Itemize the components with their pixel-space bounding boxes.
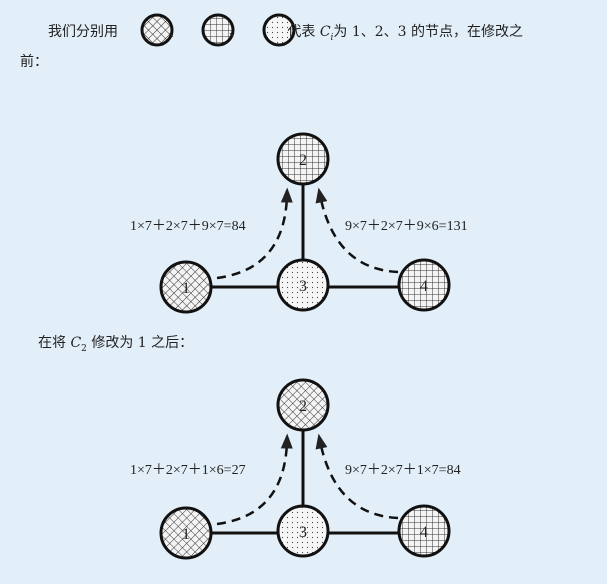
- node-label: 2: [299, 398, 307, 415]
- node-3: [276, 258, 330, 312]
- variable-subscript: 2: [81, 343, 87, 354]
- middle-text: 在将 C2 修改为 1 之后：: [38, 332, 193, 354]
- dashed-arrow-right: [315, 433, 399, 520]
- intro-line-2: 前：: [20, 54, 48, 70]
- node-1: [159, 506, 213, 560]
- before-right-formula: 9×7＋2×7＋9×6=131: [345, 219, 468, 234]
- node-1: [159, 260, 213, 314]
- node-2: [276, 132, 330, 186]
- node-label: 1: [182, 280, 190, 297]
- node-label: 3: [299, 524, 307, 541]
- intro-line-1: 我们分别用 、 、 代表 Ci为 1、2、3 的节点，在修改之: [48, 21, 523, 43]
- dashed-arrow-left: [216, 187, 293, 280]
- middle-prefix: 在将: [38, 335, 71, 351]
- intro-represent: 代表: [287, 24, 320, 40]
- node-label: 1: [182, 526, 190, 543]
- node-4: [397, 504, 451, 558]
- intro-suffix: 为 1、2、3 的节点，在修改之: [333, 24, 524, 40]
- legend-crosshatch-icon: [140, 13, 174, 47]
- diagram-before: 1 2 3 4: [159, 132, 451, 314]
- variable: C: [70, 335, 82, 351]
- before-left-formula: 1×7＋2×7＋9×7=84: [130, 219, 246, 234]
- intro-prefix: 我们分别用: [48, 24, 118, 40]
- legend-grid-icon: [201, 13, 235, 47]
- node-label: 3: [299, 278, 307, 295]
- middle-suffix: 修改为 1 之后：: [86, 335, 194, 351]
- after-left-formula: 1×7＋2×7＋1×6=27: [130, 463, 246, 478]
- node-label: 4: [420, 278, 428, 295]
- node-3: [276, 504, 330, 558]
- legend-dotted-icon: [262, 13, 296, 47]
- diagram-after: 1 2 3 4: [159, 378, 451, 560]
- variable-subscript: i: [330, 32, 334, 43]
- node-label: 2: [299, 152, 307, 169]
- node-4: [397, 258, 451, 312]
- separator: 、: [168, 24, 183, 40]
- node-2: [276, 378, 330, 432]
- separator: 、: [228, 24, 243, 40]
- dashed-arrow-left: [216, 433, 293, 526]
- variable: C: [319, 24, 331, 40]
- node-label: 4: [420, 524, 428, 541]
- after-right-formula: 9×7＋2×7＋1×7=84: [345, 463, 461, 478]
